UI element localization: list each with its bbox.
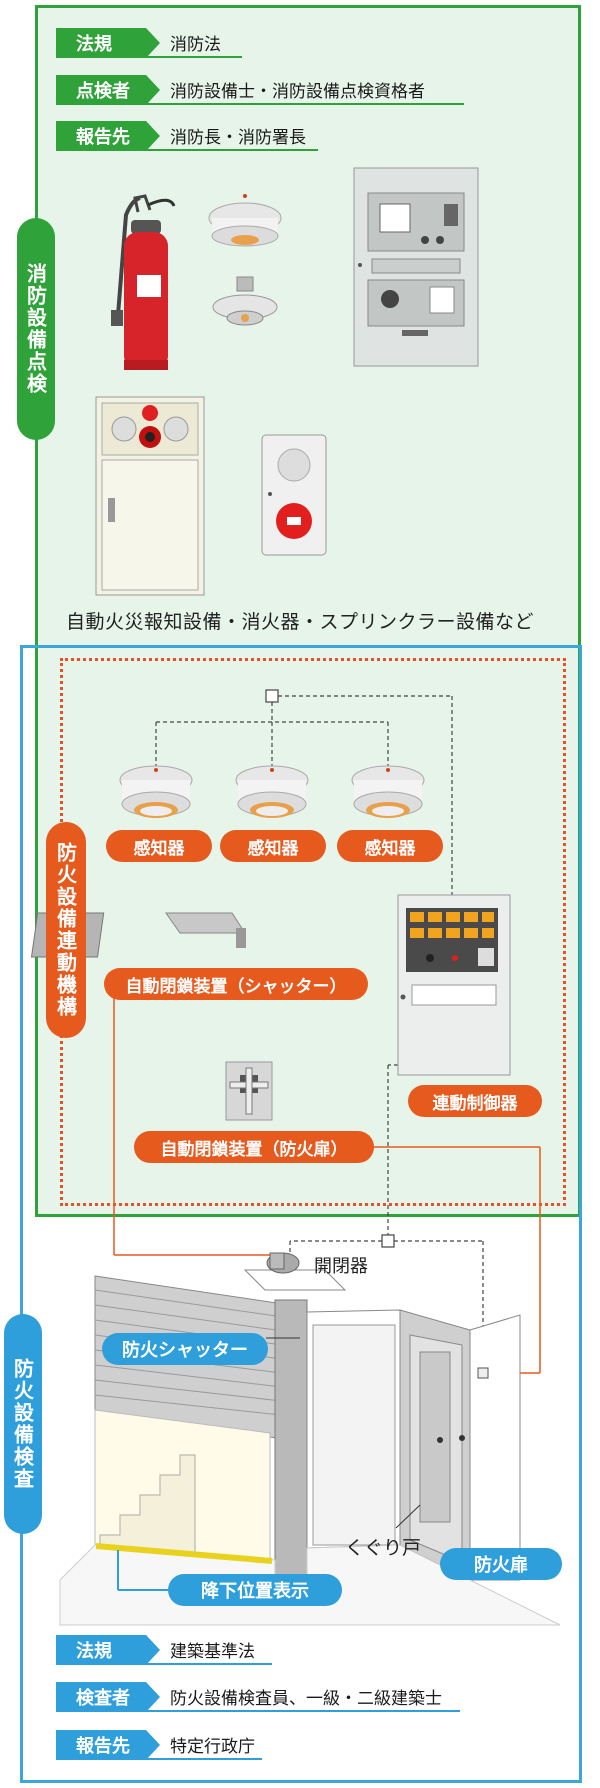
smoke-detector-icon [208,194,282,247]
fire-equipment-inspection-panel [20,645,582,1783]
equipment-caption: 自動火災報知設備・消火器・スプリンクラー設備など [66,611,535,633]
building-inspector-label: 検査者 [56,1682,160,1712]
fire-alarm-control-panel-icon [353,167,479,367]
fire-report-row: 報告先 消防長・消防署長 [56,121,318,151]
fire-equipment-inspection-section-label: 防火設備検査 [4,1314,42,1534]
fire-shutter-label: 防火シャッター [102,1333,268,1365]
door-closer-label: 自動閉鎖装置（防火扉） [134,1131,374,1163]
release-device-label: 開閉器 [314,1256,368,1277]
building-report-label: 報告先 [56,1730,160,1760]
alarm-bell-box-icon [261,434,327,556]
detector-label-2: 感知器 [220,830,326,862]
fire-law-row: 法規 消防法 [56,28,242,58]
building-inspector-value: 防火設備検査員、一級・二級建築士 [146,1682,460,1712]
detector-label-1: 感知器 [106,830,212,862]
building-report-row: 報告先 特定行政庁 [56,1730,262,1760]
building-law-value: 建築基準法 [146,1635,272,1665]
interlock-section-label: 防火設備連動機構 [46,822,86,1038]
sprinkler-head-icon [212,276,278,326]
wicket-door-label: くぐり戸 [345,1537,422,1559]
interlock-controller-icon [397,894,511,1076]
fire-report-value: 消防長・消防署長 [146,121,318,151]
fire-law-value: 消防法 [146,28,242,58]
building-law-label: 法規 [56,1635,160,1665]
fire-law-label: 法規 [56,28,160,58]
door-closer-device-icon [225,1061,273,1121]
fire-hydrant-cabinet-icon [95,396,205,596]
fire-inspector-label: 点検者 [56,75,160,105]
fire-report-label: 報告先 [56,121,160,151]
fire-inspector-value: 消防設備士・消防設備点検資格者 [146,75,464,105]
building-report-value: 特定行政庁 [146,1730,262,1760]
fire-extinguisher-icon [111,194,176,370]
building-inspector-row: 検査者 防火設備検査員、一級・二級建築士 [56,1682,460,1712]
detector-label-3: 感知器 [337,830,443,862]
drop-position-label: 降下位置表示 [168,1574,342,1606]
fire-door-label: 防火扉 [440,1548,562,1580]
controller-label: 連動制御器 [408,1085,542,1117]
fire-inspector-row: 点検者 消防設備士・消防設備点検資格者 [56,75,464,105]
shutter-closer-label: 自動閉鎖装置（シャッター） [104,968,368,1000]
heat-detector-icons [119,765,425,818]
building-law-row: 法規 建築基準法 [56,1635,272,1665]
fire-inspection-section-label: 消防設備点検 [17,218,55,440]
